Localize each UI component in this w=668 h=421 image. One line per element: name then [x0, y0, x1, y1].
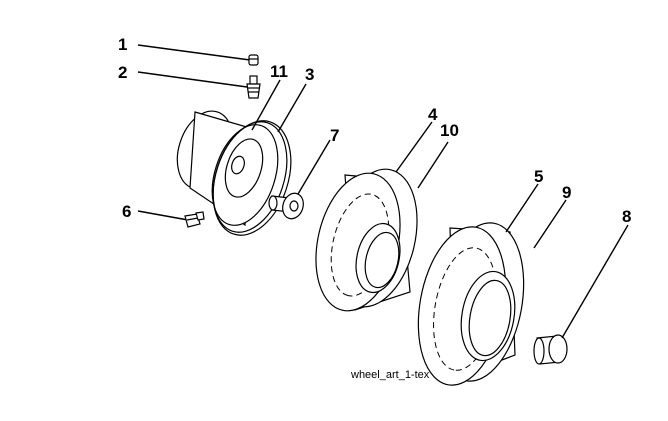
leader-7 [297, 139, 331, 195]
callout-6: 6 [122, 202, 131, 221]
front-tire-part [315, 168, 418, 312]
callout-1: 1 [118, 35, 127, 54]
callout-7: 7 [330, 126, 339, 145]
callout-8: 8 [622, 207, 631, 226]
leader-4 [395, 121, 433, 173]
valve-stem-part [137, 71, 261, 99]
leader-5 [505, 183, 539, 233]
callout-10: 10 [440, 121, 459, 140]
hub-cap-part [533, 334, 568, 365]
callout-3: 3 [305, 65, 314, 84]
leader-10 [417, 141, 449, 189]
grease-fitting-part [137, 210, 205, 228]
callout-4: 4 [428, 105, 438, 124]
valve-cap-part [137, 44, 259, 66]
leader-8 [561, 224, 629, 339]
leader-9 [533, 199, 567, 249]
diagram-caption: wheel_art_1-tex [350, 369, 430, 381]
rear-tire-part [417, 222, 525, 386]
callout-5: 5 [534, 167, 543, 186]
callout-9: 9 [562, 183, 571, 202]
callout-11: 11 [270, 62, 288, 81]
bushing-part [268, 192, 304, 220]
leader-3 [277, 83, 307, 133]
wheel-rim-part [176, 110, 292, 236]
callout-2: 2 [118, 63, 127, 82]
leader-11 [251, 79, 281, 131]
